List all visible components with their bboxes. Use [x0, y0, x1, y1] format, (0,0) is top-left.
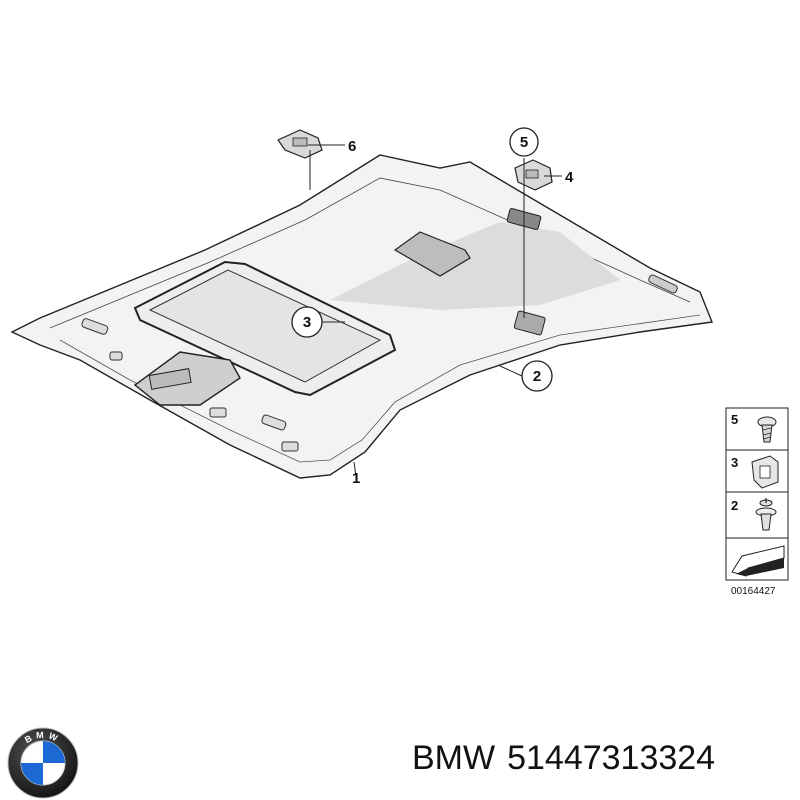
callout-5: 5	[520, 134, 528, 151]
recess-5	[281, 441, 299, 452]
callout-1: 1	[352, 470, 360, 487]
callout-4: 4	[565, 169, 574, 186]
callout-6: 6	[348, 138, 356, 155]
reference-code: 00164427	[731, 586, 776, 597]
direction-arrow-icon	[731, 545, 785, 577]
recess-3	[209, 407, 227, 418]
recess-1	[81, 318, 109, 335]
rear-recess	[393, 231, 471, 277]
fastener-legend: 5 3 2 00164427	[725, 407, 789, 597]
callout-2-circle	[521, 360, 553, 392]
recess-4	[261, 414, 287, 431]
console-detail	[148, 368, 192, 390]
legend-label-3: 3	[731, 455, 738, 470]
callout-2: 2	[533, 368, 541, 385]
headliner-inner-edge	[49, 177, 691, 329]
legend-label-5: 5	[731, 412, 738, 427]
callout-3: 3	[303, 314, 311, 331]
clip-icon	[751, 455, 779, 489]
brand-name: BMW	[412, 739, 496, 777]
bracket-part-6	[277, 129, 323, 159]
sunroof-opening	[148, 269, 382, 383]
mount-clip-lower	[513, 310, 546, 336]
legend-label-2: 2	[731, 498, 738, 513]
part-number: 51447313324	[507, 739, 716, 777]
leader-lines	[308, 144, 562, 477]
headliner-panel	[10, 154, 713, 479]
headliner-surface	[330, 222, 620, 310]
bmw-logo-icon: BMW	[7, 727, 79, 799]
callout-5-circle	[509, 127, 539, 157]
rear-handle	[648, 274, 678, 294]
clip-part-4	[514, 159, 553, 191]
recess-2	[109, 351, 123, 361]
part-caption: BMW 51447313324	[412, 738, 715, 778]
rivet-icon	[755, 498, 777, 531]
screw-icon	[757, 416, 777, 443]
callout-3-circle	[291, 306, 323, 338]
